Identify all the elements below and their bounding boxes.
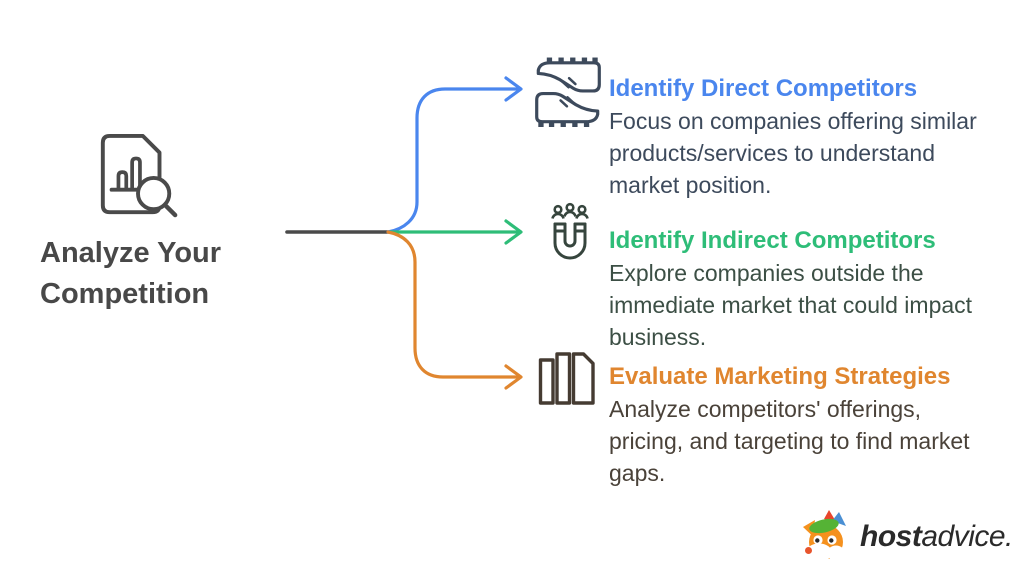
fox-mascot-icon: [803, 510, 846, 562]
branch-heading: Identify Indirect Competitors: [609, 227, 936, 254]
root-title-line2: Competition: [40, 278, 210, 310]
wordmark-advice: advice.: [921, 520, 1013, 553]
branch-direct-competitors: Identify Direct Competitors Focus on com…: [609, 73, 1001, 201]
books-icon: [538, 352, 595, 405]
hostadvice-logo: hostadvice.: [799, 509, 1013, 565]
root-title-line1: Analyze Your: [40, 237, 222, 269]
branch-indirect-competitors: Identify Indirect Competitors Explore co…: [609, 225, 1001, 353]
document-chart-magnifier-icon: [100, 133, 178, 218]
branch-marketing-strategies: Evaluate Marketing Strategies Analyze co…: [609, 361, 1001, 489]
wordmark-host: host: [860, 520, 922, 553]
root-title: Analyze Your Competition: [40, 233, 260, 315]
magnet-people-icon: [551, 202, 589, 260]
hostadvice-wordmark: hostadvice.: [860, 520, 1013, 554]
branch-heading: Evaluate Marketing Strategies: [609, 363, 951, 390]
branch-arrow-orange: [386, 230, 523, 390]
branch-arrow-blue: [386, 76, 523, 234]
soccer-cleats-icon: [535, 57, 601, 127]
branch-body: Focus on companies offering similar prod…: [609, 108, 977, 198]
branch-body: Analyze competitors' offerings, pricing,…: [609, 396, 970, 486]
branch-heading: Identify Direct Competitors: [609, 75, 918, 102]
branch-arrow-green: [388, 219, 523, 245]
branch-body: Explore companies outside the immediate …: [609, 260, 973, 350]
